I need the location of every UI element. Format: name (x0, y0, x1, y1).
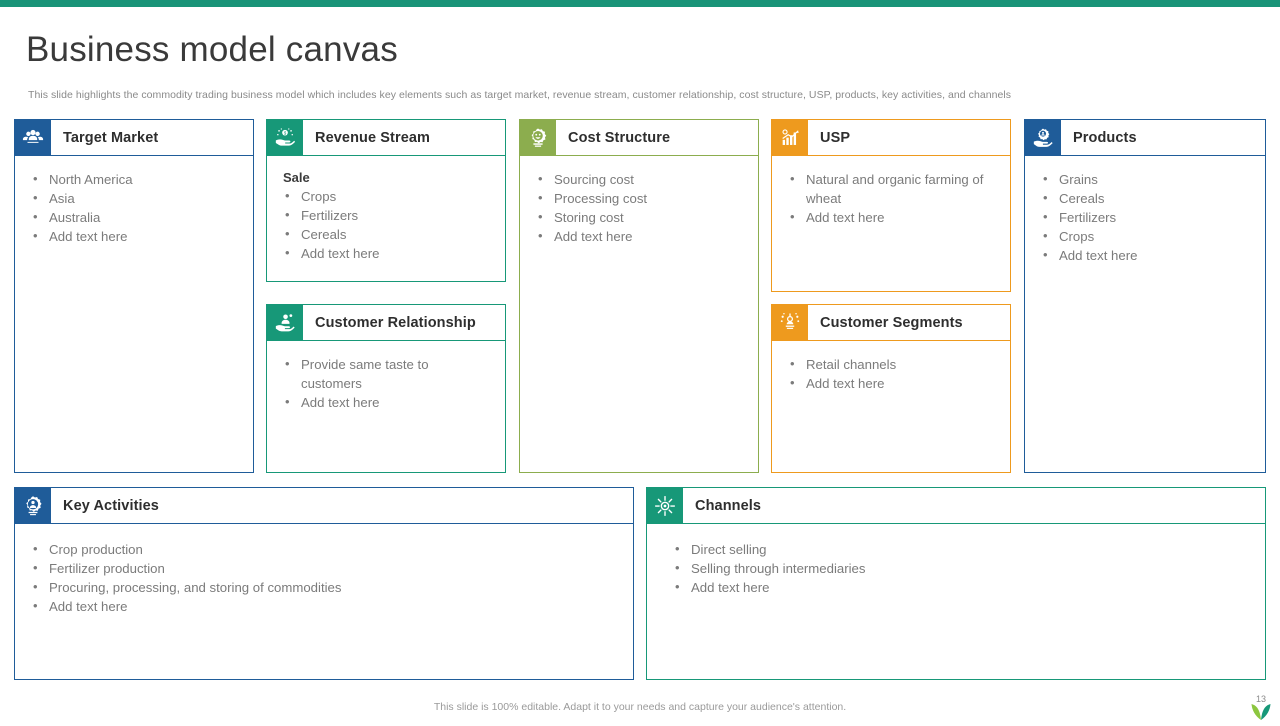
card-body: North America Asia Australia Add text he… (15, 156, 253, 254)
card-body: Sale Crops Fertilizers Cereals Add text … (267, 156, 505, 271)
card-body: Crop production Fertilizer production Pr… (15, 524, 633, 624)
card-key-activities[interactable]: Key Activities Crop production Fertilize… (14, 487, 634, 680)
card-target-market[interactable]: Target Market North America Asia Austral… (14, 119, 254, 473)
people-group-icon (15, 120, 51, 155)
card-title: Products (1073, 129, 1137, 146)
list-item: Add text here (29, 226, 243, 246)
list-item: Grains (1039, 169, 1255, 189)
card-body: Natural and organic farming of wheat Add… (772, 156, 1010, 235)
svg-text:$: $ (284, 130, 287, 135)
list-item: Provide same taste to customers (281, 354, 451, 393)
page-subtitle: This slide highlights the commodity trad… (28, 89, 1012, 101)
list-item: Storing cost (534, 207, 748, 227)
gear-person-icon (15, 488, 51, 523)
card-header: Key Activities (15, 488, 633, 524)
card-header: USP (772, 120, 1010, 156)
card-usp[interactable]: USP Natural and organic farming of wheat… (771, 119, 1011, 292)
card-body: Direct selling Selling through intermedi… (647, 524, 1265, 605)
card-title: Customer Relationship (315, 314, 476, 331)
list-item: Selling through intermediaries (671, 558, 1255, 578)
card-header: Customer Segments (772, 305, 1010, 341)
footer-note: This slide is 100% editable. Adapt it to… (433, 701, 847, 713)
card-title: Channels (695, 497, 762, 514)
list-item: Fertilizers (281, 205, 495, 225)
leaf-logo (1250, 703, 1272, 726)
card-title: Key Activities (63, 497, 159, 514)
revenue-sub-label: Sale (283, 170, 310, 185)
card-body: Retail channels Add text here (772, 341, 1010, 401)
list-item: Cereals (281, 224, 495, 244)
list-item: Add text here (671, 577, 1255, 597)
hand-product-icon (1025, 120, 1061, 155)
segments-icon (772, 305, 808, 340)
card-revenue-stream[interactable]: $ Revenue Stream Sale Crops Fertilizers … (266, 119, 506, 282)
list-item: Procuring, processing, and storing of co… (29, 577, 623, 597)
card-channels[interactable]: Channels Direct selling Selling through … (646, 487, 1266, 680)
bullet-list: Direct selling Selling through intermedi… (671, 539, 1255, 597)
gear-cost-icon (520, 120, 556, 155)
list-item: Natural and organic farming of wheat (786, 169, 1000, 208)
page-title: Business model canvas (26, 30, 398, 69)
card-header: Channels (647, 488, 1265, 524)
top-accent-bar (0, 0, 1280, 7)
list-item: North America (29, 169, 243, 189)
list-item: Crop production (29, 539, 623, 559)
card-customer-segments[interactable]: Customer Segments Retail channels Add te… (771, 304, 1011, 473)
bullet-list: Natural and organic farming of wheat Add… (786, 169, 1000, 227)
hand-coins-icon: $ (267, 120, 303, 155)
card-title: USP (820, 129, 851, 146)
bullet-list: Provide same taste to customers Add text… (281, 354, 495, 412)
list-item: Crops (1039, 226, 1255, 246)
card-header: Customer Relationship (267, 305, 505, 341)
list-item: Fertilizers (1039, 207, 1255, 227)
bullet-list: Grains Cereals Fertilizers Crops Add tex… (1039, 169, 1255, 265)
list-item: Australia (29, 207, 243, 227)
list-item: Asia (29, 188, 243, 208)
card-cost-structure[interactable]: Cost Structure Sourcing cost Processing … (519, 119, 759, 473)
list-item: Processing cost (534, 188, 748, 208)
bullet-list: Crops Fertilizers Cereals Add text here (281, 186, 495, 263)
card-title: Cost Structure (568, 129, 671, 146)
bar-chart-growth-icon (772, 120, 808, 155)
card-title: Customer Segments (820, 314, 963, 331)
card-body: Provide same taste to customers Add text… (267, 341, 505, 420)
card-title: Target Market (63, 129, 159, 146)
list-item: Add text here (786, 207, 1000, 227)
list-item: Fertilizer production (29, 558, 623, 578)
list-item: Sourcing cost (534, 169, 748, 189)
business-model-canvas-grid: Target Market North America Asia Austral… (14, 119, 1266, 680)
hand-person-icon (267, 305, 303, 340)
card-body: Sourcing cost Processing cost Storing co… (520, 156, 758, 254)
list-item: Add text here (786, 373, 1000, 393)
card-header: Products (1025, 120, 1265, 156)
list-item: Add text here (281, 243, 495, 263)
network-hub-icon (647, 488, 683, 523)
card-customer-relationship[interactable]: Customer Relationship Provide same taste… (266, 304, 506, 473)
bullet-list: Retail channels Add text here (786, 354, 1000, 393)
list-item: Crops (281, 186, 495, 206)
card-products[interactable]: Products Grains Cereals Fertilizers Crop… (1024, 119, 1266, 473)
bullet-list: North America Asia Australia Add text he… (29, 169, 243, 246)
page-number: 13 (1255, 694, 1266, 704)
card-header: Target Market (15, 120, 253, 156)
card-header: Cost Structure (520, 120, 758, 156)
list-item: Add text here (281, 392, 495, 412)
bullet-list: Sourcing cost Processing cost Storing co… (534, 169, 748, 246)
list-item: Retail channels (786, 354, 1000, 374)
list-item: Add text here (29, 596, 623, 616)
card-body: Grains Cereals Fertilizers Crops Add tex… (1025, 156, 1265, 273)
card-header: $ Revenue Stream (267, 120, 505, 156)
list-item: Add text here (1039, 245, 1255, 265)
card-title: Revenue Stream (315, 129, 431, 146)
list-item: Direct selling (671, 539, 1255, 559)
list-item: Add text here (534, 226, 748, 246)
bullet-list: Crop production Fertilizer production Pr… (29, 539, 623, 616)
list-item: Cereals (1039, 188, 1255, 208)
